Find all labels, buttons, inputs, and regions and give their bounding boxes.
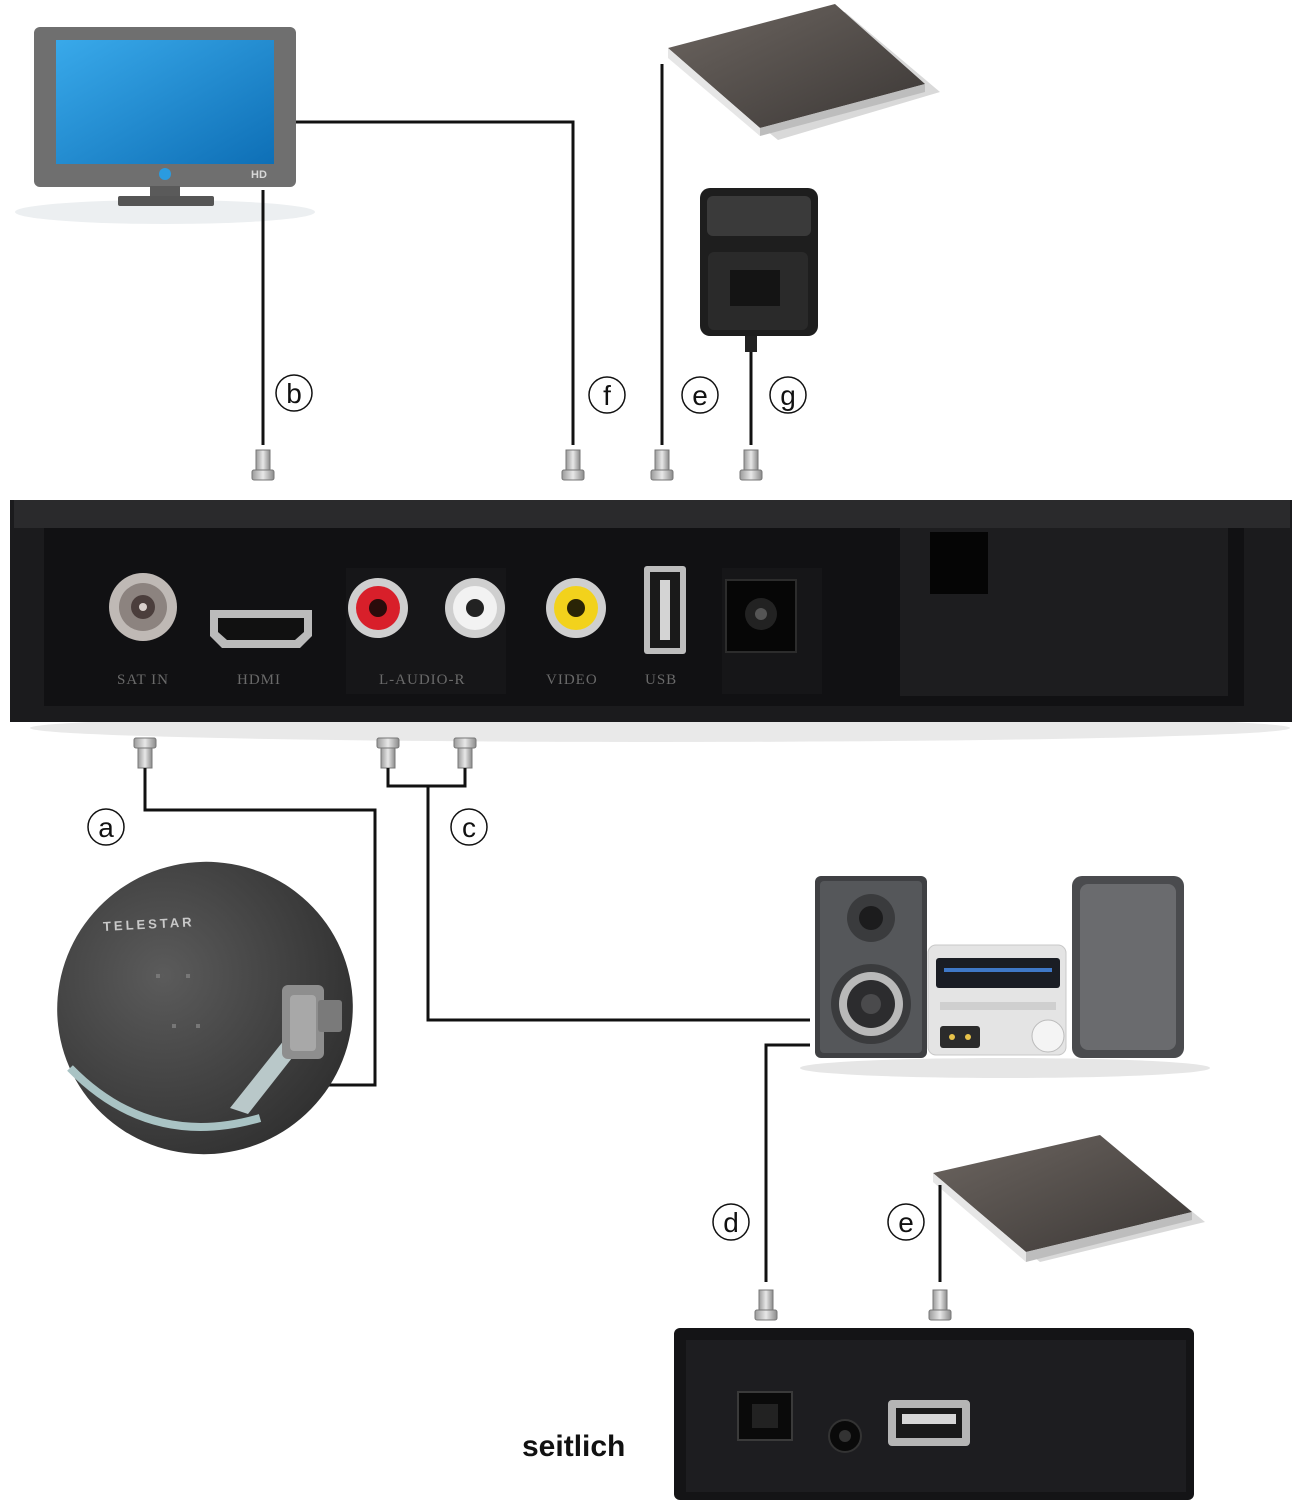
rca-yellow-port (546, 578, 606, 638)
label-d: d (712, 1203, 750, 1241)
svg-text:f: f (603, 380, 611, 411)
cable-d (764, 1043, 810, 1282)
receiver-rear-panel: SAT IN HDMI L-AUDIO-R VIDEO USB (10, 500, 1292, 742)
svg-text:a: a (98, 812, 114, 843)
tv-monitor: HD (15, 27, 315, 224)
label-e-top: e (681, 376, 719, 414)
svg-text:b: b (286, 378, 302, 409)
port-label-video: VIDEO (546, 672, 598, 688)
label-e-bottom: e (887, 1203, 925, 1241)
port-label-audio: L-AUDIO-R (379, 672, 465, 688)
receiver-side-panel (674, 1328, 1194, 1500)
svg-text:e: e (692, 380, 708, 411)
optical-audio-port (737, 1391, 793, 1441)
usb-port-side (888, 1400, 970, 1446)
hard-drive-top (668, 4, 940, 140)
usb-port-rear (644, 566, 686, 654)
cable-c (386, 768, 810, 1022)
headphone-port (828, 1419, 862, 1453)
plug-f (561, 449, 585, 481)
rca-white-port (445, 578, 505, 638)
svg-text:c: c (462, 812, 476, 843)
plug-g (739, 449, 763, 481)
hard-drive-bottom (933, 1135, 1205, 1262)
port-label-hdmi: HDMI (237, 672, 281, 688)
svg-text:e: e (898, 1207, 914, 1238)
plug-a (133, 737, 157, 769)
rca-red-port (348, 578, 408, 638)
plug-d (754, 1289, 778, 1321)
label-c: c (450, 808, 488, 846)
svg-text:d: d (723, 1207, 739, 1238)
label-a: a (87, 808, 125, 846)
label-b: b (275, 374, 313, 412)
dish-brand: TELESTAR (103, 914, 195, 934)
sat-in-port (109, 573, 177, 641)
plug-c-right (453, 737, 477, 769)
port-label-usb: USB (645, 672, 677, 688)
plug-b (251, 449, 275, 481)
tv-hd-badge: HD (251, 169, 267, 181)
side-caption: seitlich (522, 1430, 626, 1463)
plug-e-bottom (928, 1289, 952, 1321)
cable-f (296, 120, 575, 445)
dc-power-port (725, 579, 797, 653)
plug-c-left (376, 737, 400, 769)
port-label-sat-in: SAT IN (117, 672, 169, 688)
power-adapter (700, 188, 818, 352)
svg-text:g: g (780, 380, 796, 411)
stereo-system (800, 876, 1210, 1078)
label-f: f (588, 376, 626, 414)
satellite-dish: TELESTAR (57, 861, 353, 1155)
hdmi-port (210, 610, 312, 648)
label-g: g (769, 376, 807, 414)
plug-e-top (650, 449, 674, 481)
